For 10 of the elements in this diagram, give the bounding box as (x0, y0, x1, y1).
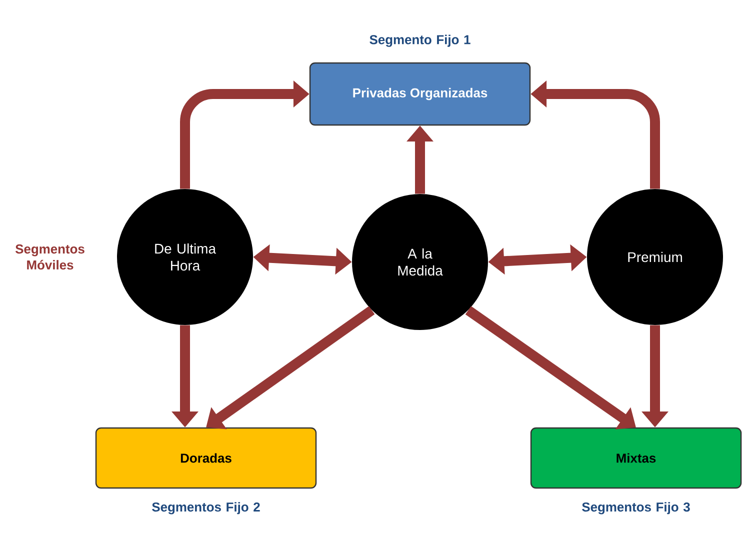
segment-caption: Segmentos Fijo 3 (582, 502, 690, 514)
side-label: Segmentos Móviles (15, 244, 84, 270)
segment-caption: Segmento Fijo 1 (370, 34, 470, 47)
circle-node: De Ultima Hora (117, 189, 253, 325)
segment-caption: Segmentos Fijo 2 (152, 502, 260, 514)
circle-node: Premium (587, 189, 723, 325)
process-box: Mixtas (530, 427, 742, 489)
process-box: Privadas Organizadas (309, 62, 531, 126)
process-box: Doradas (95, 427, 317, 489)
circle-node: A la Medida (352, 194, 488, 330)
